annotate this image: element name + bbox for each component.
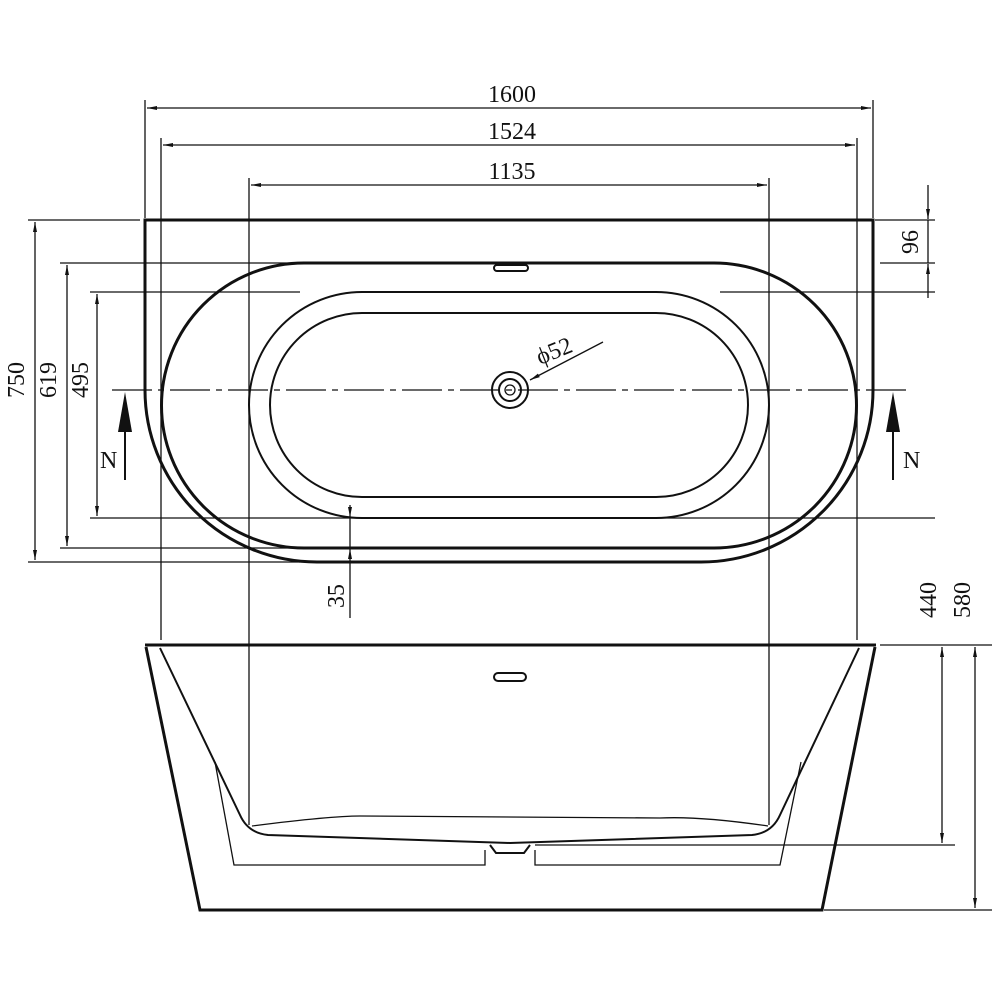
section-marker-right: N [886,392,920,480]
drain [491,371,529,409]
arrow-up-icon [886,392,900,432]
dimension-label: 35 [324,584,350,608]
overflow-side [493,672,527,682]
drain-outlet [489,844,531,854]
dimension-495: 495 [68,294,99,516]
dimension-label: 580 [950,582,976,618]
dimension-96: 96 [875,185,935,298]
arrow-up-icon [118,392,132,432]
plinth-left [214,761,486,866]
dimension-label: 1524 [488,119,536,145]
outer-shell [143,218,875,564]
inner-basin [159,647,860,845]
plinth-right [534,761,802,866]
top-view: ϕ52 [28,218,935,564]
basin-floor-outline [269,312,749,498]
basin-outline [248,291,770,519]
dimension-1135: 1135 [248,159,770,825]
basin-floor [251,815,769,827]
dimension-label: 96 [898,230,924,254]
outer-body [144,646,877,912]
dimension-label: 619 [36,362,62,398]
side-view [144,643,877,912]
dimension-580: 580 [824,582,992,911]
dimension-label: 1135 [488,159,535,185]
dimension-label: 750 [4,362,30,398]
dimension-label: 1600 [488,82,536,108]
dimension-label: 440 [916,582,942,618]
svg-text:N: N [100,448,117,474]
rim-outline [160,261,858,550]
dimension-1600: 1600 [144,82,874,218]
section-marker-left: N [100,392,132,480]
svg-text:N: N [903,448,920,474]
overflow-top [493,264,529,272]
drain-diameter-label: ϕ52 [533,333,577,371]
dimension-label: 495 [68,362,94,398]
dimension-440: 440 [535,582,992,846]
dimension-750: 750 [4,222,37,560]
dimension-619: 619 [36,265,69,546]
dimension-35: 35 [324,505,352,618]
